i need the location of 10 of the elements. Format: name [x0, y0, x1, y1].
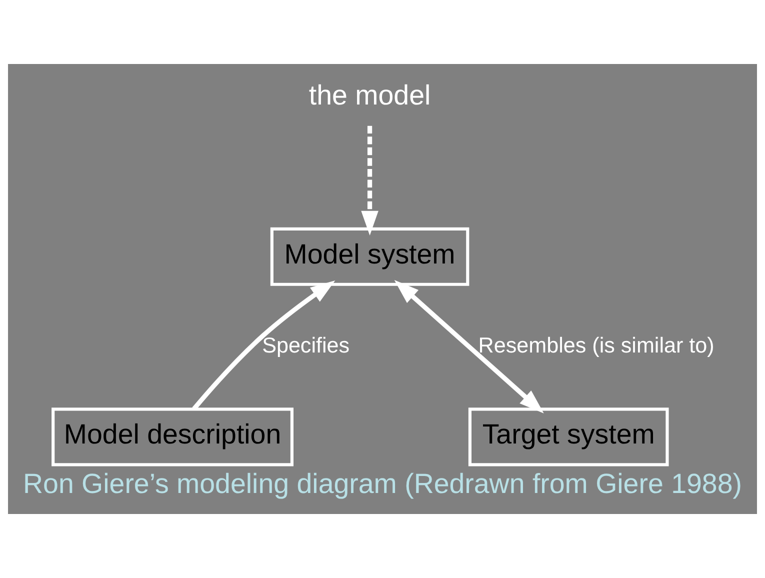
arrow: [394, 280, 544, 414]
edge-label: Specifies: [262, 332, 350, 358]
caption: Ron Giere’s modeling diagram (Redrawn from Giere 1988): [23, 468, 742, 500]
arrow: [361, 126, 378, 236]
node-text: the model: [308, 80, 431, 111]
node-box: Model description: [52, 408, 294, 466]
arrow: [192, 280, 336, 410]
node-box: Target system: [468, 408, 669, 466]
edge-label: Resembles (is similar to): [478, 332, 714, 358]
node-box: Model system: [270, 227, 470, 286]
